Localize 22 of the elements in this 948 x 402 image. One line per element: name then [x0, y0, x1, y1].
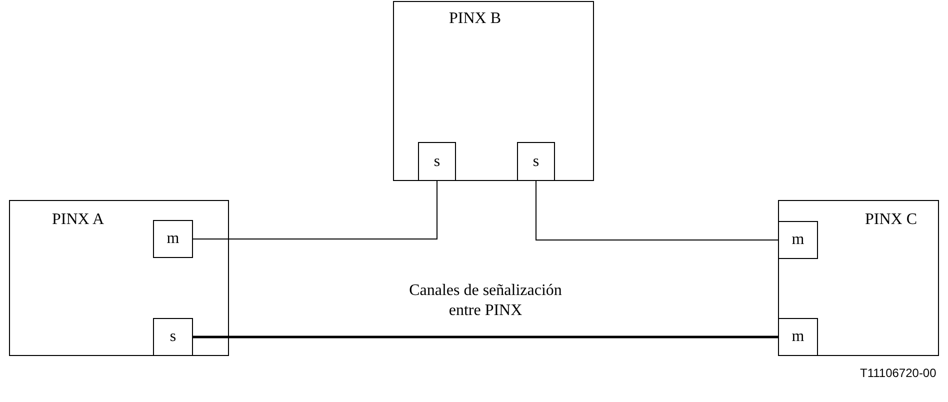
port-label: s	[532, 152, 540, 170]
port-box	[778, 221, 818, 259]
port-label: m	[792, 328, 804, 346]
exchange-box	[393, 1, 594, 181]
port-label: m	[792, 231, 804, 249]
exchange-name: PINX B	[449, 10, 502, 28]
connection-line	[536, 180, 778, 240]
port-label: m	[166, 230, 180, 248]
exchange-box	[9, 200, 229, 356]
port-box	[517, 142, 555, 181]
port-box	[778, 318, 818, 356]
connection-line	[193, 336, 778, 338]
port-label: s	[434, 152, 440, 170]
port-label: s	[170, 328, 176, 346]
port-box	[153, 220, 193, 258]
port-box	[418, 142, 456, 181]
port-box	[153, 318, 193, 356]
exchange-name: PINX C	[865, 211, 918, 229]
exchange-box	[778, 200, 939, 356]
exchange-name: PINX A	[52, 211, 104, 229]
figure-code: T11106720-00	[860, 366, 936, 380]
connection-line	[192, 180, 438, 240]
